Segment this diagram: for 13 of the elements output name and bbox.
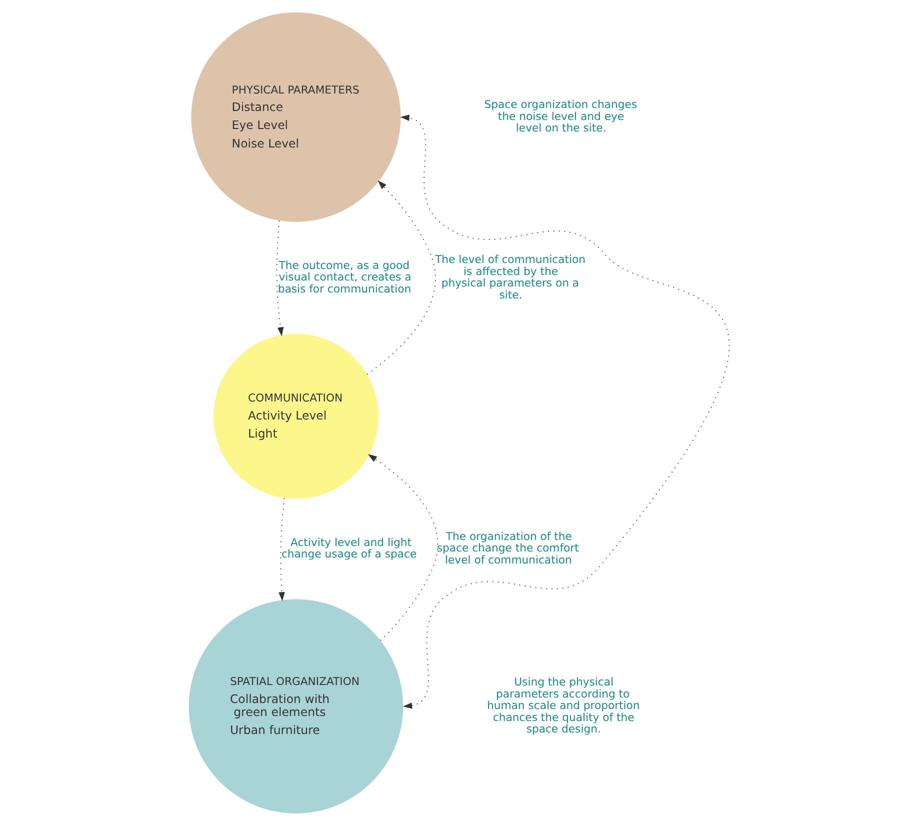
arrow [367, 454, 438, 641]
edge-label: Activity level and light change usage of a space [280, 536, 416, 561]
node-circle: SPATIAL ORGANIZATION Collabration with green elements Urban furniture [188, 599, 403, 814]
edge-label: The outcome, as a good visual contact, creates a basis for communication [277, 258, 411, 296]
node-circle: PHYSICAL PARAMETERS Distance Eye Level Noise Level [190, 12, 400, 222]
arrow [278, 498, 284, 602]
arrow [366, 180, 436, 375]
edge-label: The level of communication is affected by the physical parameters on a site. [434, 253, 585, 302]
edge-label: The organization of the space change the comfort level of communication [436, 530, 578, 566]
label: Using the physical parameters according to human scale and proportion chances the quality of the space design. [486, 676, 640, 736]
label: Space organization changes the noise level and eye level on the site. [484, 98, 637, 135]
arrow [400, 114, 728, 709]
arrow [276, 220, 284, 336]
